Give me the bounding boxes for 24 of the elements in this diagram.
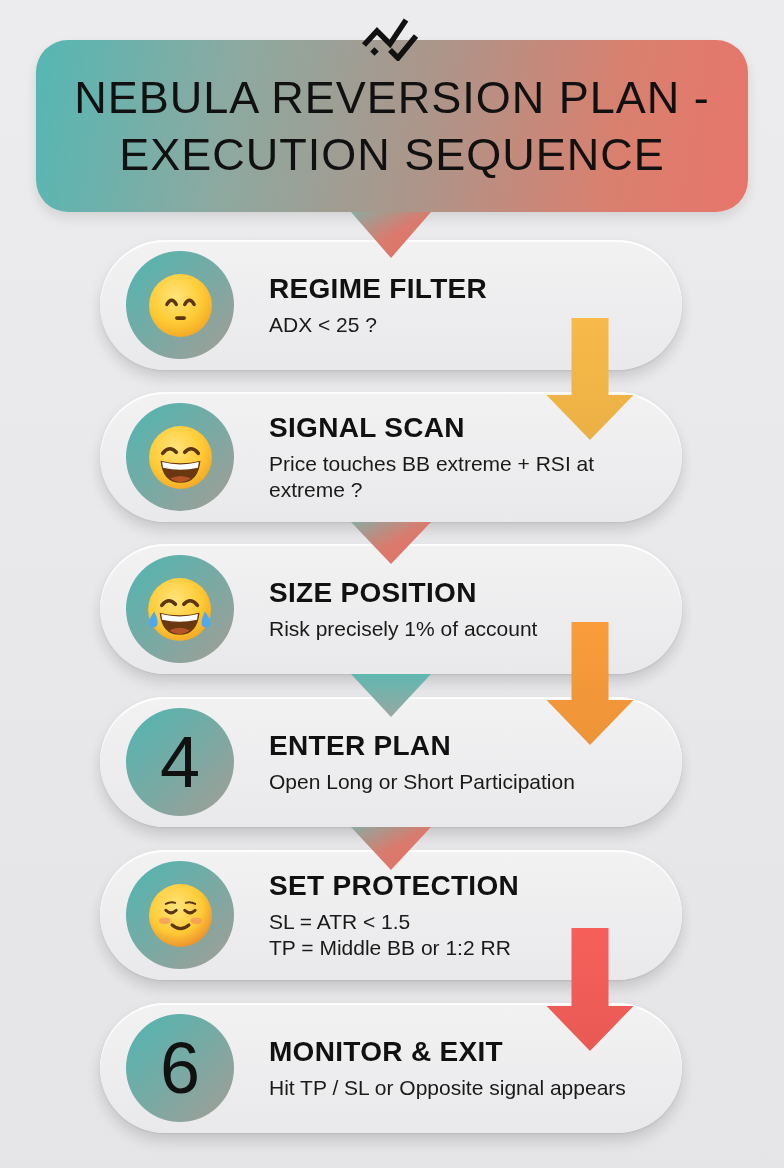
step-heading: SIZE POSITION — [269, 576, 477, 610]
triangle-arrow — [351, 211, 431, 258]
step-heading: ENTER PLAN — [269, 729, 451, 763]
step-description: Price touches BB extreme + RSI at extreme ? — [269, 451, 596, 503]
step-description: Hit TP / SL or Opposite signal appears — [269, 1075, 626, 1101]
triangle-arrow — [351, 521, 431, 564]
step-heading: SET PROTECTION — [269, 869, 519, 903]
title-banner — [36, 40, 748, 212]
block-arrow — [546, 622, 634, 745]
step-number: 6 — [159, 1032, 200, 1104]
title-text: NEBULA REVERSION PLAN - EXECUTION SEQUENCE — [73, 71, 711, 182]
step-heading: MONITOR & EXIT — [269, 1035, 503, 1069]
block-arrow — [546, 928, 634, 1051]
triangle-arrow — [351, 826, 431, 870]
step-description: ADX < 25 ? — [269, 312, 377, 338]
step-heading: SIGNAL SCAN — [269, 411, 465, 445]
step-number: 4 — [159, 726, 200, 798]
step-description: Risk precisely 1% of account — [269, 616, 538, 642]
step-description: SL = ATR < 1.5 — [269, 909, 411, 935]
step-heading: REGIME FILTER — [269, 272, 488, 306]
step-description: Open Long or Short Participation — [269, 769, 575, 795]
block-arrow — [546, 318, 634, 440]
step-description: TP = Middle BB or 1:2 RR — [269, 935, 511, 961]
triangle-arrow — [351, 673, 431, 717]
